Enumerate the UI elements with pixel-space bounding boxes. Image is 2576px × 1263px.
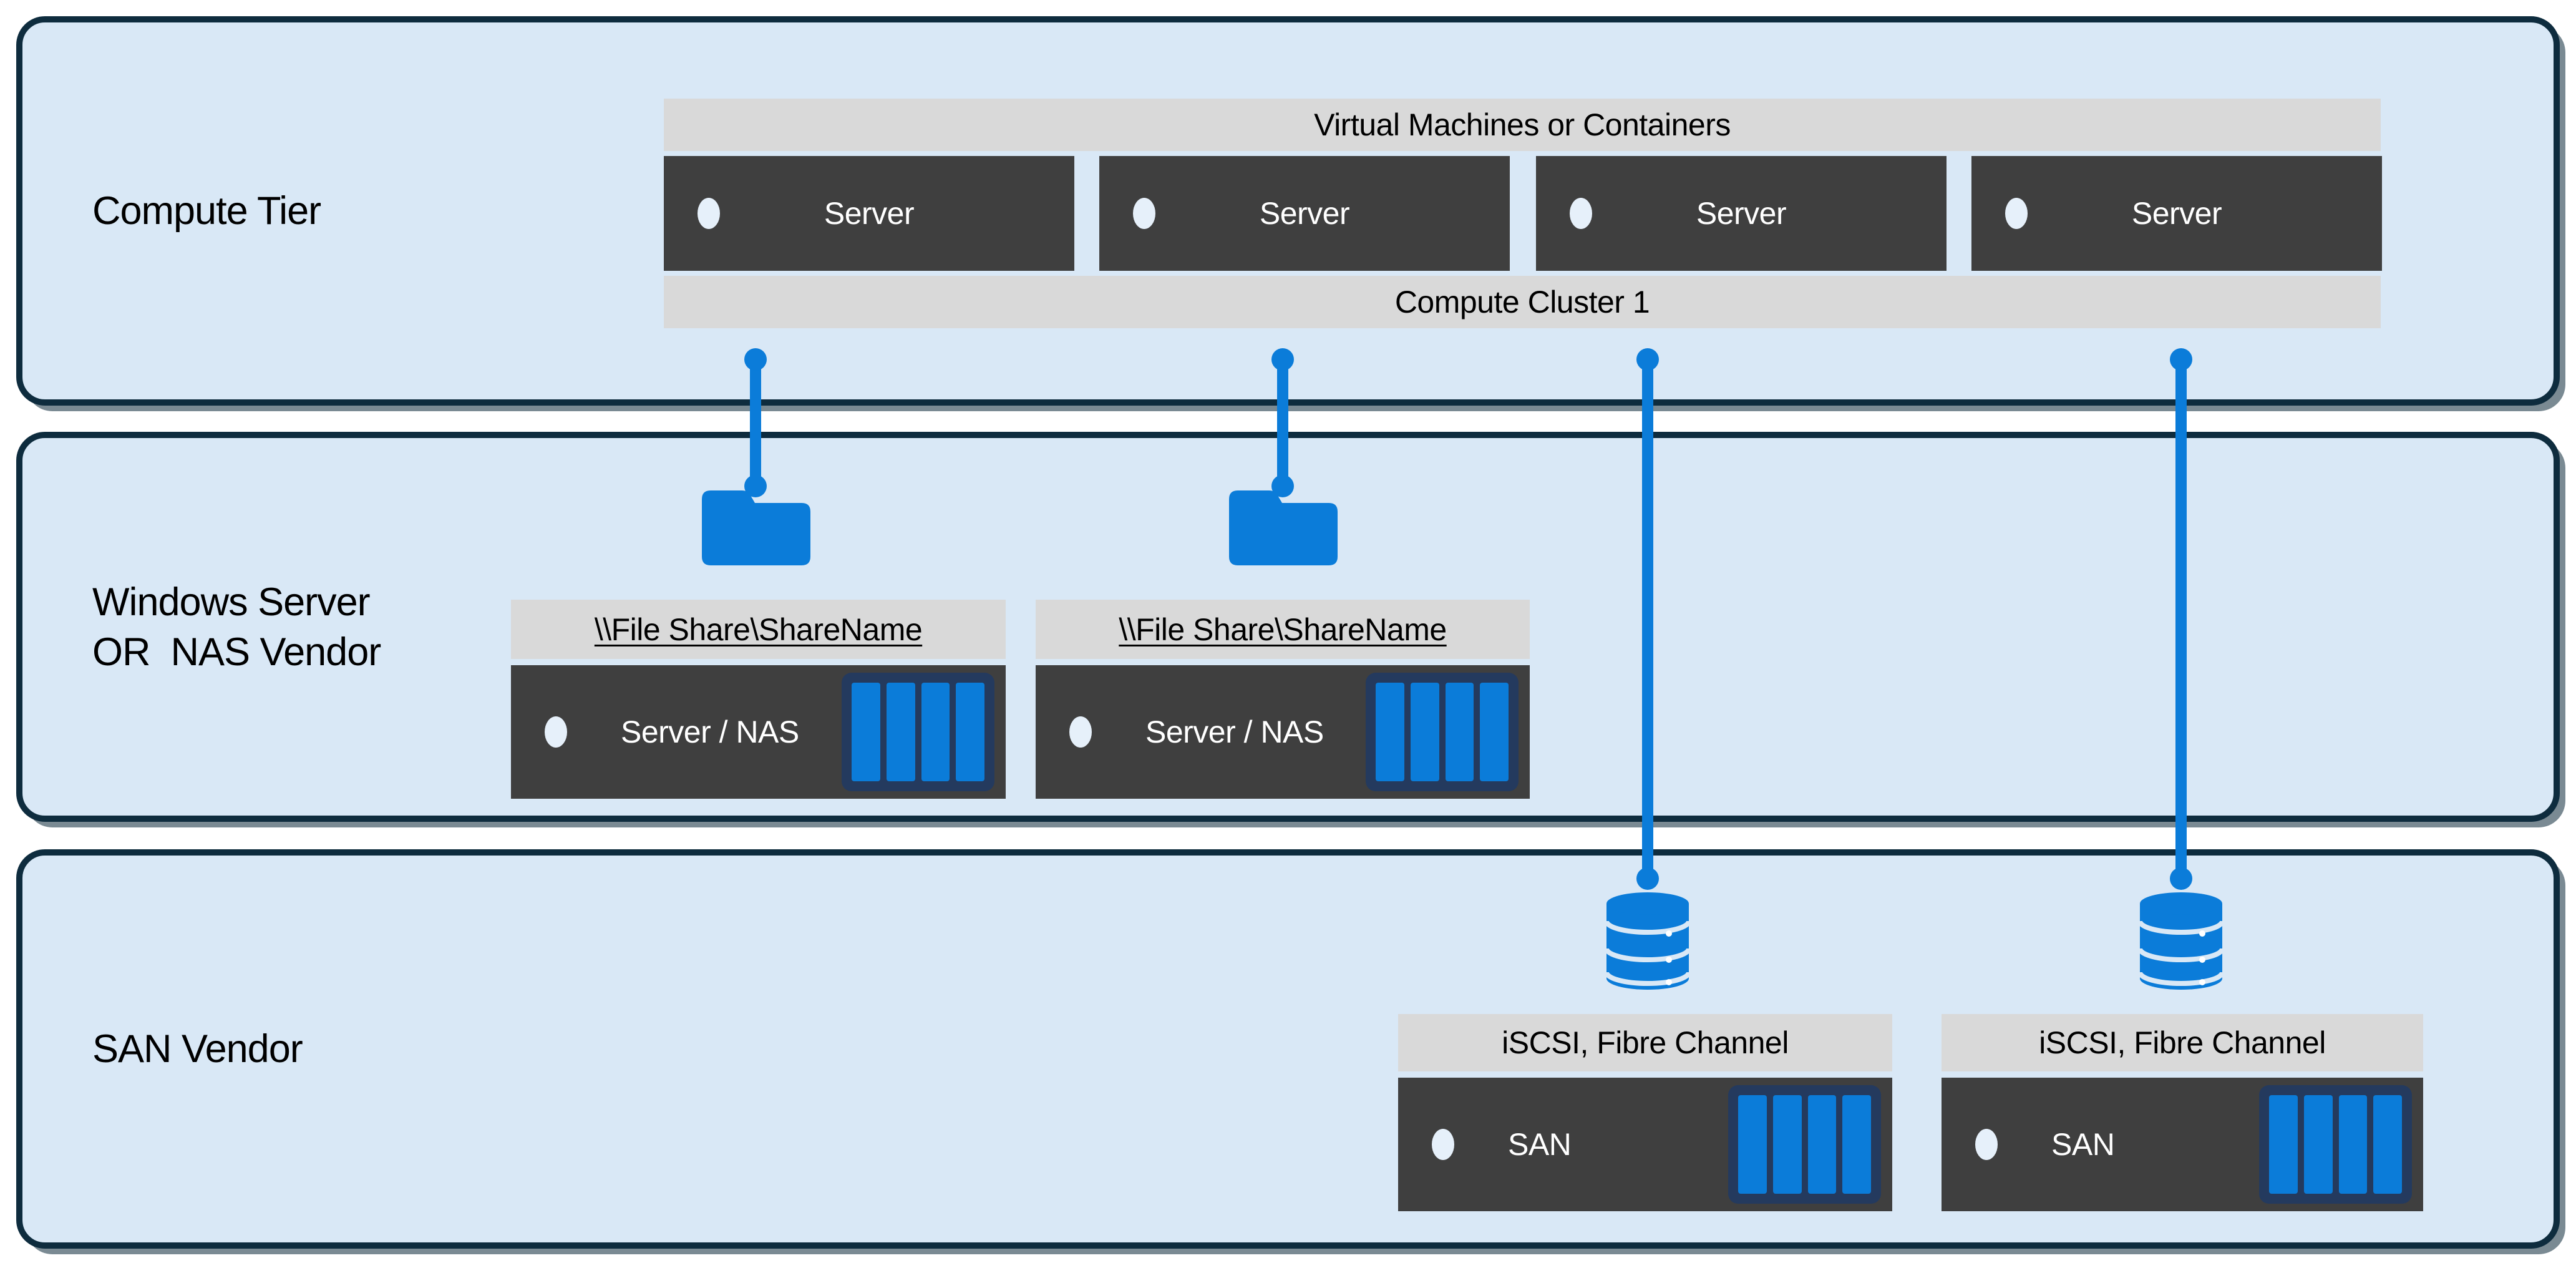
server-node-label: Server bbox=[824, 196, 915, 231]
status-bullet-icon bbox=[545, 716, 567, 748]
san-tier-label: SAN Vendor bbox=[22, 856, 303, 1242]
connector-dot bbox=[744, 348, 767, 371]
server-node-2: Server bbox=[1099, 156, 1510, 271]
vm-containers-header-text: Virtual Machines or Containers bbox=[1314, 107, 1731, 142]
san-protocol-text: iSCSI, Fibre Channel bbox=[1502, 1025, 1789, 1060]
san-label: SAN bbox=[1508, 1127, 1572, 1162]
nas-tier-label: Windows Server OR NAS Vendor bbox=[22, 438, 381, 816]
status-bullet-icon bbox=[2005, 198, 2028, 229]
database-icon bbox=[1604, 891, 1691, 991]
disk-array-icon bbox=[2259, 1085, 2412, 1204]
san-box-1: SAN bbox=[1398, 1078, 1892, 1211]
server-node-label: Server bbox=[1259, 196, 1350, 231]
connector-line bbox=[1642, 359, 1653, 879]
server-nas-box-1: Server / NAS bbox=[511, 665, 1006, 799]
status-bullet-icon bbox=[1069, 716, 1092, 748]
folder-icon bbox=[701, 488, 810, 568]
nas-tier-label-line1: Windows Server bbox=[92, 580, 371, 624]
connector-line bbox=[750, 359, 761, 486]
compute-tier-label-text: Compute Tier bbox=[92, 189, 321, 233]
status-bullet-icon bbox=[1432, 1129, 1454, 1160]
file-share-path: \\File Share\ShareName bbox=[594, 612, 923, 647]
server-nas-label: Server / NAS bbox=[621, 714, 799, 749]
file-share-header-bar-1: \\File Share\ShareName bbox=[511, 600, 1006, 659]
disk-array-icon bbox=[842, 673, 994, 791]
connector-line bbox=[2175, 359, 2187, 879]
status-bullet-icon bbox=[697, 198, 720, 229]
san-protocol-header-bar-2: iSCSI, Fibre Channel bbox=[1942, 1014, 2423, 1071]
connector-dot bbox=[1271, 348, 1294, 371]
connector-dot bbox=[2170, 867, 2192, 890]
file-share-header-bar-2: \\File Share\ShareName bbox=[1036, 600, 1530, 659]
status-bullet-icon bbox=[1975, 1129, 1998, 1160]
server-node-3: Server bbox=[1536, 156, 1947, 271]
vm-containers-header-bar: Virtual Machines or Containers bbox=[664, 99, 2381, 151]
san-tier-label-text: SAN Vendor bbox=[92, 1027, 303, 1071]
san-protocol-header-bar-1: iSCSI, Fibre Channel bbox=[1398, 1014, 1892, 1071]
connector-line bbox=[1277, 359, 1288, 486]
file-share-path: \\File Share\ShareName bbox=[1119, 612, 1447, 647]
san-box-2: SAN bbox=[1942, 1078, 2423, 1211]
status-bullet-icon bbox=[1570, 198, 1592, 229]
connector-dot bbox=[2170, 348, 2192, 371]
connector-dot bbox=[1636, 867, 1659, 890]
server-node-label: Server bbox=[1696, 196, 1787, 231]
server-node-1: Server bbox=[664, 156, 1074, 271]
compute-cluster-footer-bar: Compute Cluster 1 bbox=[664, 276, 2381, 328]
server-nas-box-2: Server / NAS bbox=[1036, 665, 1530, 799]
disk-array-icon bbox=[1366, 673, 1519, 791]
connector-dot bbox=[1636, 348, 1659, 371]
database-icon bbox=[2137, 891, 2225, 991]
server-node-label: Server bbox=[2131, 196, 2222, 231]
compute-cluster-footer-text: Compute Cluster 1 bbox=[1394, 285, 1650, 319]
server-node-4: Server bbox=[1971, 156, 2382, 271]
disk-array-icon bbox=[1728, 1085, 1881, 1204]
san-label: SAN bbox=[2051, 1127, 2115, 1162]
compute-tier-label: Compute Tier bbox=[22, 22, 321, 399]
server-nas-label: Server / NAS bbox=[1145, 714, 1324, 749]
folder-icon bbox=[1228, 488, 1338, 568]
nas-tier-label-line2: OR NAS Vendor bbox=[92, 630, 381, 674]
san-protocol-text: iSCSI, Fibre Channel bbox=[2039, 1025, 2326, 1060]
status-bullet-icon bbox=[1133, 198, 1155, 229]
